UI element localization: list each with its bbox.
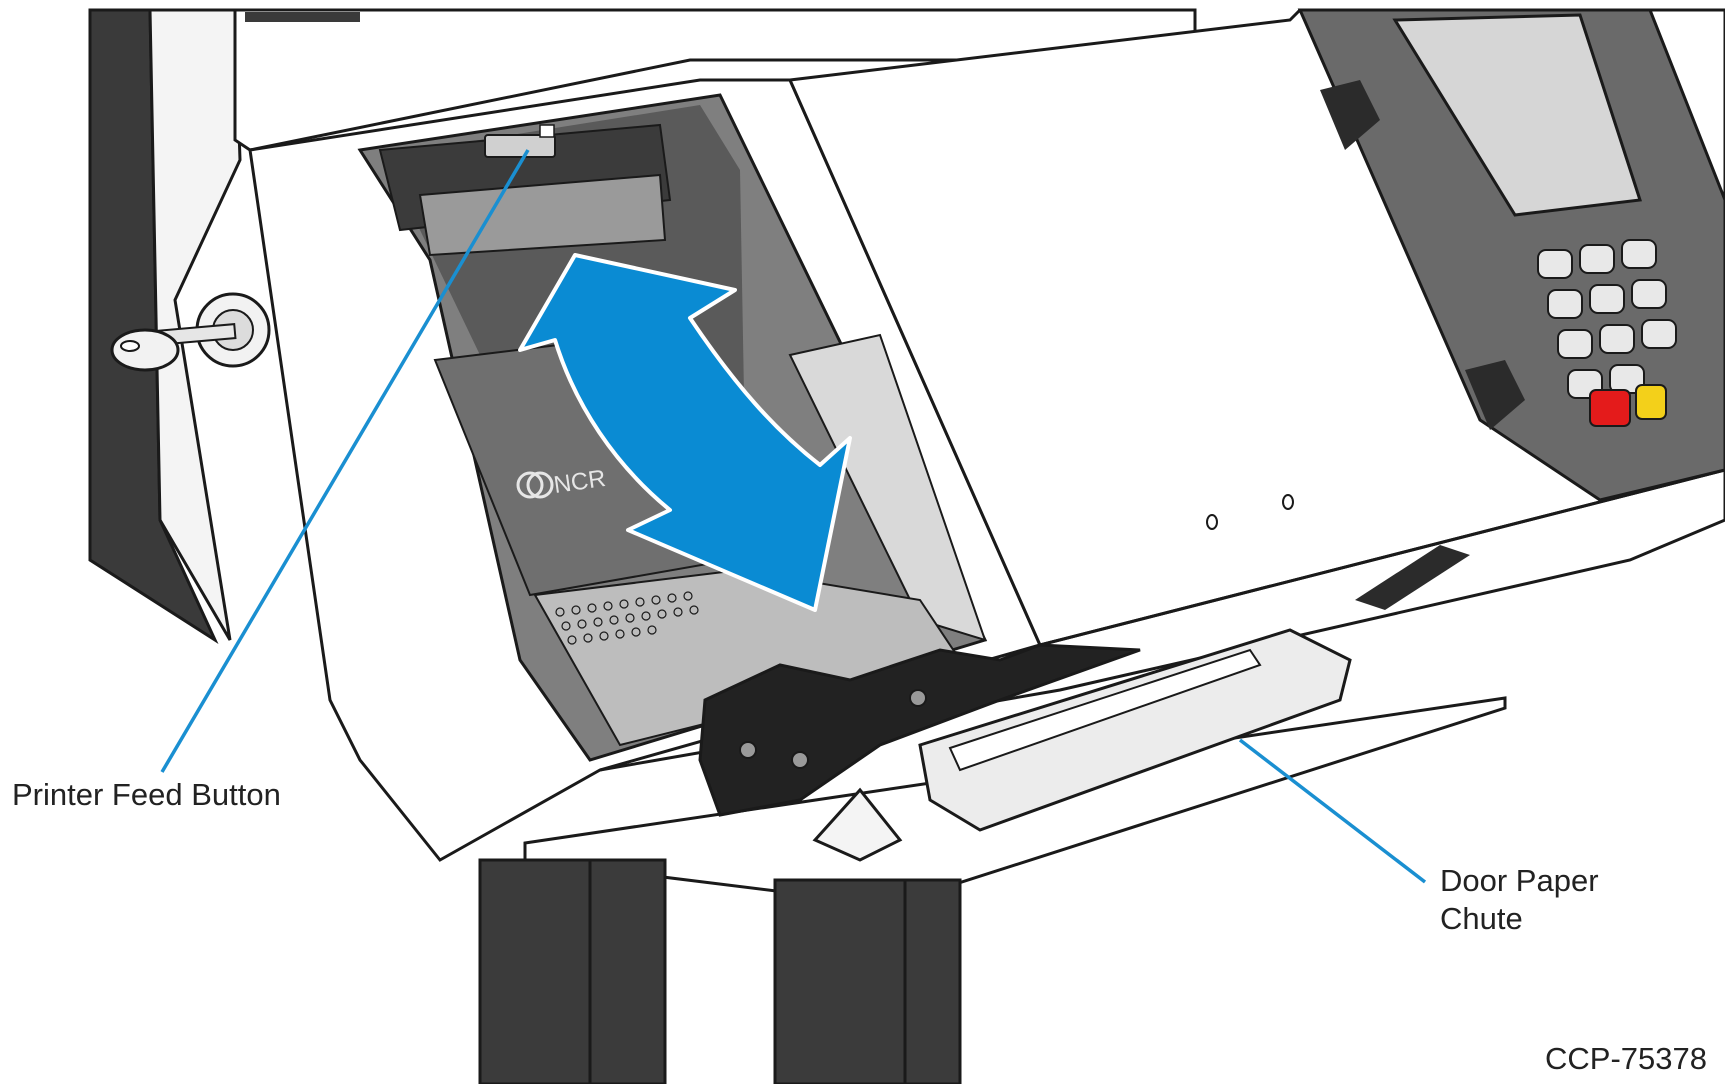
mount-hole bbox=[1206, 514, 1218, 530]
double-headed-curved-arrow bbox=[518, 253, 852, 612]
stand-leg-left bbox=[478, 858, 667, 1084]
printer-feed-button-label: Printer Feed Button bbox=[12, 777, 281, 812]
chute-left-tab bbox=[812, 787, 903, 862]
top-housing bbox=[233, 8, 1197, 152]
feed-button-indicator bbox=[539, 124, 555, 138]
chute-inner-slot bbox=[948, 648, 1262, 772]
door-paper-chute bbox=[918, 628, 1352, 832]
terminal-bracket-upper bbox=[1320, 80, 1380, 150]
stand-leg-right bbox=[773, 878, 962, 1084]
compartment-right-wall bbox=[788, 333, 987, 642]
bracket-screw bbox=[739, 741, 757, 759]
bracket-screw bbox=[791, 751, 809, 769]
figure-id: CCP-75378 bbox=[1545, 1041, 1707, 1076]
chute-bracket bbox=[698, 643, 1141, 817]
printer-feed-button-leader bbox=[160, 149, 530, 773]
left-side-panel bbox=[88, 8, 219, 645]
printer-paper-slot bbox=[418, 173, 667, 257]
terminal-screen bbox=[1392, 13, 1642, 217]
lock-key-icon[interactable] bbox=[110, 323, 237, 372]
printer-base-plate bbox=[533, 568, 962, 747]
top-slot bbox=[245, 12, 360, 22]
terminal-red-key bbox=[1589, 389, 1631, 427]
door-paper-chute-label-line2: Chute bbox=[1440, 901, 1523, 936]
door-paper-chute-leader bbox=[1238, 738, 1427, 884]
bracket-screw bbox=[909, 689, 927, 707]
speaker-grille bbox=[1355, 545, 1470, 610]
printer-feed-button[interactable] bbox=[484, 134, 556, 158]
terminal-keypad bbox=[1537, 239, 1677, 399]
perforated-grid bbox=[555, 591, 699, 645]
terminal-yellow-key bbox=[1635, 384, 1667, 420]
terminal-bracket-lower bbox=[1465, 360, 1525, 430]
door-paper-chute-label-line1: Door Paper bbox=[1440, 863, 1599, 898]
mount-hole bbox=[1282, 494, 1294, 510]
